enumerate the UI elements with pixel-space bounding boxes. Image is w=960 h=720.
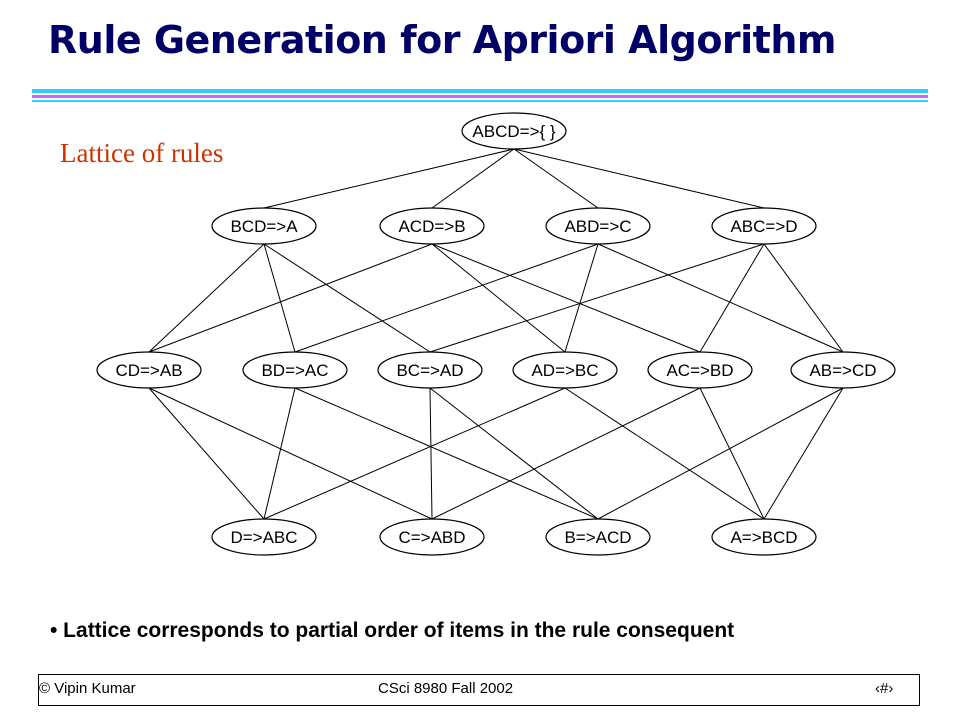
- lattice-edge-ac-to-bd--a-to-bcd: [699, 387, 765, 520]
- lattice-subtitle: Lattice of rules: [60, 138, 224, 168]
- lattice-node-abcd-to-: ABCD=>{ }: [461, 112, 567, 150]
- lattice-edge-bcd-to-a--bd-to-ac: [263, 243, 296, 353]
- lattice-edge-abd-to-c--ab-to-cd: [597, 243, 844, 353]
- lattice-node-b-to-acd: B=>ACD: [545, 518, 651, 556]
- lattice-node-ellipse: [545, 518, 651, 556]
- lattice-edge-abd-to-c--bd-to-ac: [294, 243, 599, 353]
- lattice-node-ellipse: [242, 351, 348, 389]
- lattice-node-label: ABD=>C: [564, 217, 631, 236]
- footer-page-number: ‹#›: [875, 680, 894, 697]
- lattice-edge-ac-to-bd--c-to-abd: [431, 387, 701, 520]
- lattice-edge-bc-to-ad--b-to-acd: [429, 387, 599, 520]
- lattice-node-a-to-bcd: A=>BCD: [711, 518, 817, 556]
- lattice-node-ellipse: [711, 207, 817, 245]
- lattice-edge-bd-to-ac--b-to-acd: [294, 387, 599, 520]
- lattice-edge-bd-to-ac--d-to-abc: [263, 387, 296, 520]
- lattice-edges: [148, 148, 844, 520]
- title-underline-bar: [32, 89, 928, 93]
- lattice-node-label: AB=>CD: [809, 361, 876, 380]
- lattice-node-label: AC=>BD: [666, 361, 733, 380]
- lattice-node-label: C=>ABD: [398, 528, 465, 547]
- lattice-node-label: D=>ABC: [230, 528, 297, 547]
- lattice-edge-cd-to-ab--d-to-abc: [148, 387, 265, 520]
- lattice-node-acd-to-b: ACD=>B: [379, 207, 485, 245]
- lattice-node-bd-to-ac: BD=>AC: [242, 351, 348, 389]
- lattice-node-ellipse: [211, 518, 317, 556]
- lattice-node-label: AD=>BC: [531, 361, 598, 380]
- lattice-node-ellipse: [379, 518, 485, 556]
- lattice-edge-abc-to-d--ac-to-bd: [699, 243, 765, 353]
- lattice-edge-acd-to-b--ad-to-bc: [431, 243, 566, 353]
- lattice-edge-ad-to-bc--a-to-bcd: [564, 387, 765, 520]
- lattice-node-d-to-abc: D=>ABC: [211, 518, 317, 556]
- lattice-node-label: CD=>AB: [115, 361, 182, 380]
- lattice-node-c-to-abd: C=>ABD: [379, 518, 485, 556]
- footer-course: CSci 8980 Fall 2002: [378, 680, 514, 697]
- lattice-node-ellipse: [711, 518, 817, 556]
- lattice-node-label: B=>ACD: [564, 528, 631, 547]
- lattice-node-label: ABC=>D: [730, 217, 797, 236]
- lattice-node-ellipse: [512, 351, 618, 389]
- lattice-edge-abcd-to---acd-to-b: [431, 148, 515, 209]
- lattice-node-abc-to-d: ABC=>D: [711, 207, 817, 245]
- lattice-node-label: BCD=>A: [230, 217, 298, 236]
- lattice-edge-abd-to-c--ad-to-bc: [564, 243, 599, 353]
- lattice-edge-abcd-to---abd-to-c: [513, 148, 599, 209]
- lattice-node-label: A=>BCD: [730, 528, 797, 547]
- lattice-edge-bcd-to-a--cd-to-ab: [148, 243, 265, 353]
- lattice-node-ellipse: [545, 207, 651, 245]
- lattice-node-bcd-to-a: BCD=>A: [211, 207, 317, 245]
- lattice-edge-ab-to-cd--b-to-acd: [597, 387, 844, 520]
- lattice-edge-abcd-to---bcd-to-a: [263, 148, 515, 209]
- lattice-edge-abcd-to---abc-to-d: [513, 148, 765, 209]
- footer-author: © Vipin Kumar: [39, 680, 136, 697]
- lattice-node-ellipse: [647, 351, 753, 389]
- lattice-node-ellipse: [211, 207, 317, 245]
- lattice-node-abd-to-c: ABD=>C: [545, 207, 651, 245]
- lattice-caption: • Lattice corresponds to partial order o…: [50, 619, 735, 642]
- rule-lattice-diagram: ABCD=>{ } BCD=>A ACD=>B ABD=>C ABC=>D CD=>AB B…: [96, 112, 896, 556]
- lattice-edge-ab-to-cd--a-to-bcd: [763, 387, 844, 520]
- lattice-edge-acd-to-b--cd-to-ab: [148, 243, 433, 353]
- lattice-node-bc-to-ad: BC=>AD: [377, 351, 483, 389]
- lattice-node-ellipse: [461, 112, 567, 150]
- lattice-node-label: ABCD=>{ }: [472, 122, 555, 141]
- lattice-node-label: BC=>AD: [396, 361, 463, 380]
- lattice-edge-abc-to-d--bc-to-ad: [429, 243, 765, 353]
- lattice-node-ac-to-bd: AC=>BD: [647, 351, 753, 389]
- lattice-edge-cd-to-ab--c-to-abd: [148, 387, 433, 520]
- lattice-node-ellipse: [377, 351, 483, 389]
- lattice-node-ellipse: [96, 351, 202, 389]
- lattice-node-ellipse: [379, 207, 485, 245]
- lattice-node-ab-to-cd: AB=>CD: [790, 351, 896, 389]
- slide-title: Rule Generation for Apriori Algorithm: [48, 18, 837, 62]
- lattice-node-cd-to-ab: CD=>AB: [96, 351, 202, 389]
- lattice-node-label: BD=>AC: [261, 361, 328, 380]
- lattice-edge-abc-to-d--ab-to-cd: [763, 243, 844, 353]
- lattice-edge-ad-to-bc--d-to-abc: [263, 387, 566, 520]
- lattice-node-label: ACD=>B: [398, 217, 465, 236]
- lattice-nodes: ABCD=>{ } BCD=>A ACD=>B ABD=>C ABC=>D CD=>AB B…: [96, 112, 896, 556]
- title-underline-bar-accent: [32, 95, 928, 98]
- lattice-edge-acd-to-b--ac-to-bd: [431, 243, 701, 353]
- slide-footer: © Vipin Kumar CSci 8980 Fall 2002 ‹#›: [38, 674, 920, 706]
- lattice-edge-bc-to-ad--c-to-abd: [429, 387, 433, 520]
- lattice-node-ad-to-bc: AD=>BC: [512, 351, 618, 389]
- lattice-node-ellipse: [790, 351, 896, 389]
- title-underline-bar-thin: [32, 100, 928, 102]
- lattice-edge-bcd-to-a--bc-to-ad: [263, 243, 431, 353]
